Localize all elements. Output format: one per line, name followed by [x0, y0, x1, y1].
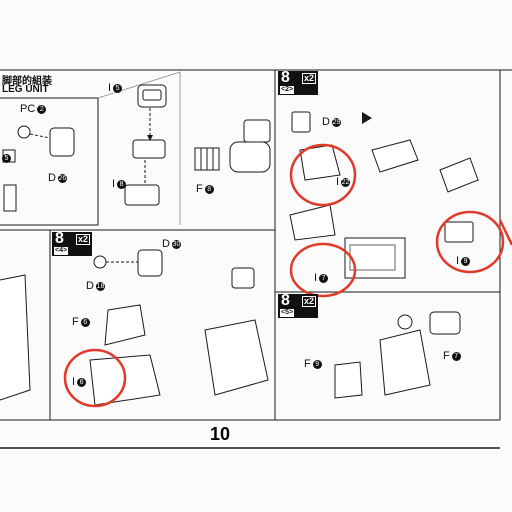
part-f8 — [194, 119, 271, 173]
part-i5 — [124, 84, 167, 206]
part-d29-i22 — [289, 111, 479, 279]
step-badge-5: 8 x2 <5> — [278, 292, 318, 318]
header-title-jp: 脚部的組装 — [2, 76, 52, 87]
step-badge-4: 8 x2 <4> — [52, 230, 92, 256]
header-title-en: LEG UNIT — [2, 84, 49, 95]
step-badge-2: 8 x2 <2> — [278, 69, 318, 95]
part-d18-d30 — [0, 249, 269, 406]
red-annotations — [63, 143, 512, 408]
page-number: 10 — [210, 424, 231, 444]
label-left-cut: 5 — [0, 152, 11, 164]
part-pc2-d26 — [2, 125, 75, 212]
part-f9-f7 — [334, 311, 461, 399]
